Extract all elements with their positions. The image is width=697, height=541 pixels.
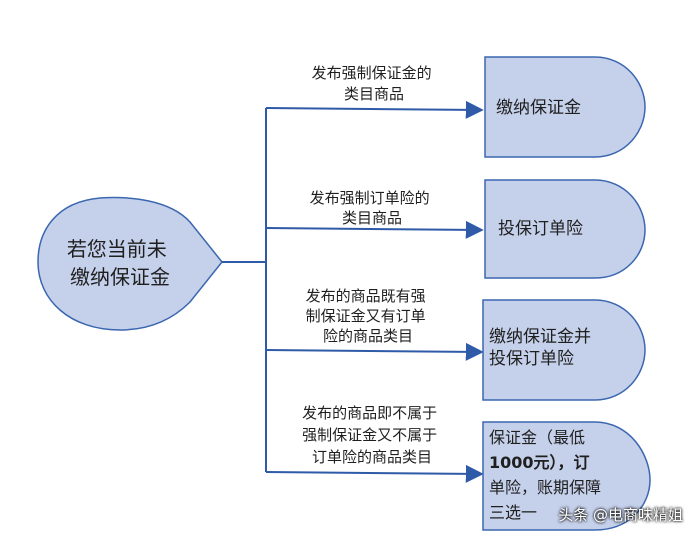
branch-2-result-label: 投保订单险 <box>498 219 583 239</box>
branch-2-arrow <box>265 220 484 239</box>
branch-1: 发布强制保证金的 类目商品 缴纳保证金 <box>265 56 646 158</box>
branch-4-condition: 发布的商品即不属于 强制保证金又不属于 订单险的商品类目 <box>302 404 442 466</box>
branch-2: 发布强制订单险的 类目商品 投保订单险 <box>265 179 646 279</box>
branch-4-result-label: 保证金（最低 1000元），订 单险，账期保障 三选一 <box>489 428 606 522</box>
branch-3-result-label: 缴纳保证金并 投保订单险 <box>489 327 596 369</box>
root-node-label: 若您当前未 缴纳保证金 <box>67 237 173 289</box>
branch-1-arrow <box>265 100 484 119</box>
branch-4-arrow <box>265 464 484 483</box>
branch-2-result-shape <box>484 179 646 279</box>
branch-3: 发布的商品既有强 制保证金又有订单 险的商品类目 缴纳保证金并 投保订单险 <box>265 287 646 401</box>
branch-3-arrow <box>265 342 484 361</box>
branch-1-condition: 发布强制保证金的 类目商品 <box>312 64 437 103</box>
branch-3-result-shape <box>482 299 646 401</box>
branch-4: 发布的商品即不属于 强制保证金又不属于 订单险的商品类目 保证金（最低 1000… <box>265 404 651 531</box>
watermark-text: 头条 @电商味精姐 <box>558 506 683 524</box>
branch-1-result-label: 缴纳保证金 <box>496 98 581 118</box>
root-node-shape <box>37 196 223 331</box>
branch-3-condition: 发布的商品既有强 制保证金又有订单 险的商品类目 <box>306 287 431 345</box>
branch-2-condition: 发布强制订单险的 类目商品 <box>310 189 435 227</box>
branch-1-result-shape <box>484 56 646 158</box>
branch-4-result-shape <box>482 421 651 531</box>
